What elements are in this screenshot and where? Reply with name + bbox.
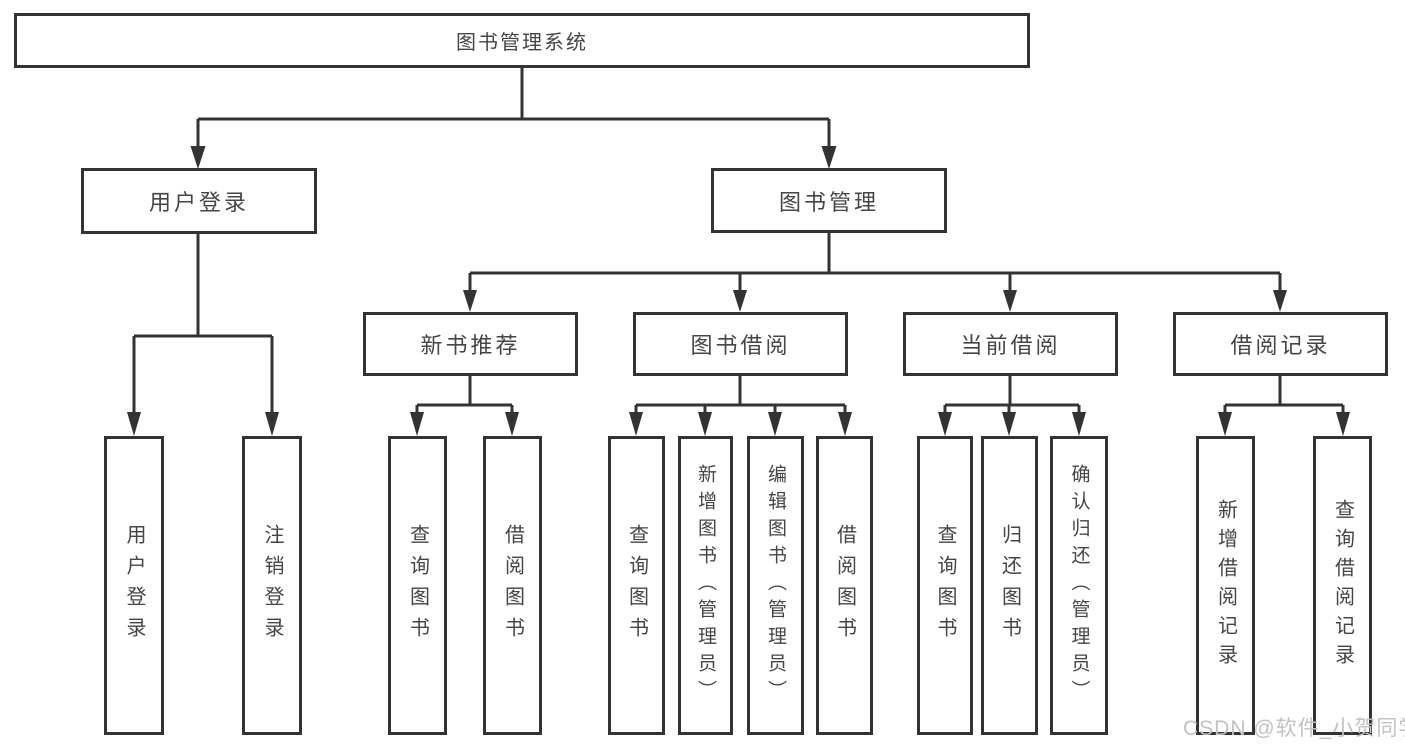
leaf-borrow-borrow-books: 借阅图书 (816, 436, 873, 735)
node-user-login: 用户登录 (81, 168, 317, 234)
leaf-borrow-query-books: 查询图书 (608, 436, 665, 735)
leaf-logout-login: 注销登录 (242, 436, 302, 735)
node-library-management-system: 图书管理系统 (14, 13, 1030, 68)
leaf-current-confirm-return-admin: 确认归还（管理员） (1050, 436, 1108, 735)
node-book-management: 图书管理 (711, 168, 947, 233)
leaf-borrow-add-books-admin: 新增图书（管理员） (678, 436, 733, 735)
leaf-newbook-borrow-books: 借阅图书 (483, 436, 542, 735)
leaf-records-add-record: 新增借阅记录 (1196, 436, 1255, 735)
leaf-newbook-query-books: 查询图书 (388, 436, 447, 735)
leaf-current-return-books: 归还图书 (981, 436, 1038, 735)
csdn-watermark: CSDN @软件_小贺同学 (1183, 717, 1405, 740)
node-book-borrow: 图书借阅 (633, 312, 848, 376)
node-borrow-records: 借阅记录 (1173, 312, 1388, 376)
node-current-borrow: 当前借阅 (903, 312, 1118, 376)
leaf-current-query-books: 查询图书 (917, 436, 973, 735)
leaf-records-query-record: 查询借阅记录 (1313, 436, 1372, 735)
leaf-user-login: 用户登录 (104, 436, 164, 735)
node-new-book-recommend: 新书推荐 (363, 312, 578, 376)
leaf-borrow-edit-books-admin: 编辑图书（管理员） (747, 436, 804, 735)
